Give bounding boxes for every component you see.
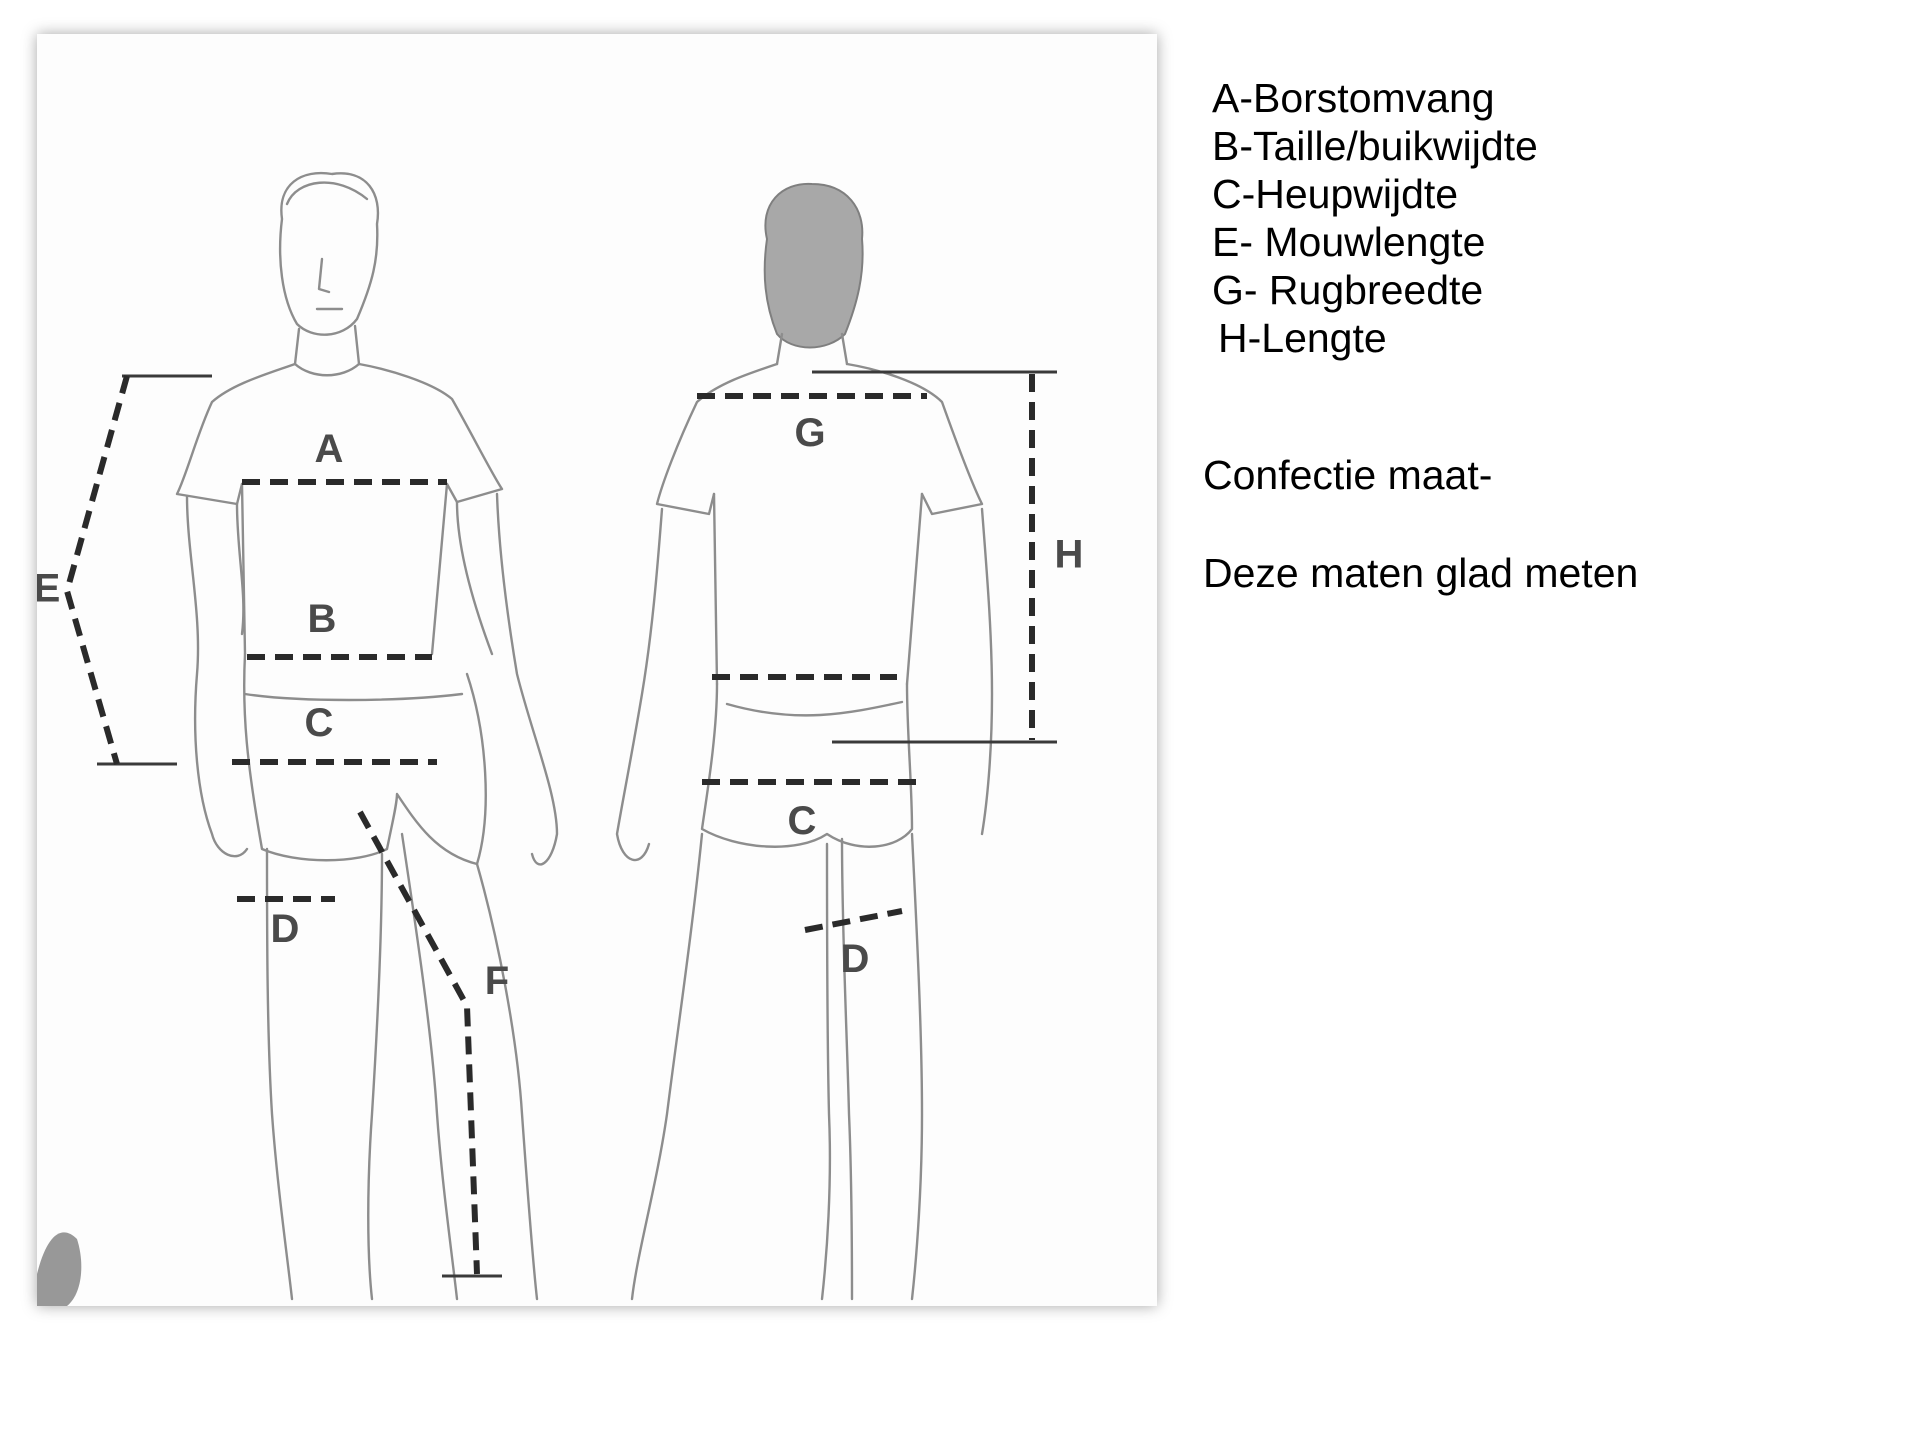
- label-a: A: [315, 427, 344, 471]
- label-g: G: [794, 411, 825, 455]
- legend-item-e: E- Mouwlengte: [1212, 219, 1486, 265]
- legend-item-g: G- Rugbreedte: [1212, 267, 1484, 313]
- measurement-figure: A B C D E F: [37, 34, 1157, 1306]
- label-d-back: D: [841, 937, 870, 981]
- label-e: E: [37, 567, 60, 611]
- label-c: C: [305, 701, 334, 745]
- back-figure: G H C D: [615, 182, 1084, 1301]
- front-figure: A B C D E F: [37, 171, 559, 1301]
- legend-item-h: H-Lengte: [1218, 315, 1387, 361]
- legend-item-c: C-Heupwijdte: [1212, 171, 1459, 217]
- instruction-note: Deze maten glad meten: [1203, 550, 1639, 596]
- label-f: F: [485, 959, 509, 1003]
- label-h: H: [1055, 533, 1084, 577]
- label-c-back: C: [788, 799, 817, 843]
- measurement-legend: A-Borstomvang B-Taille/buikwijdte C-Heup…: [1212, 74, 1538, 362]
- legend-item-b: B-Taille/buikwijdte: [1212, 123, 1538, 169]
- label-d: D: [271, 907, 300, 951]
- size-note: Confectie maat-: [1203, 452, 1493, 498]
- label-b: B: [308, 597, 337, 641]
- measurement-diagram: A B C D E F: [37, 171, 1084, 1306]
- legend-item-a: A-Borstomvang: [1212, 75, 1495, 121]
